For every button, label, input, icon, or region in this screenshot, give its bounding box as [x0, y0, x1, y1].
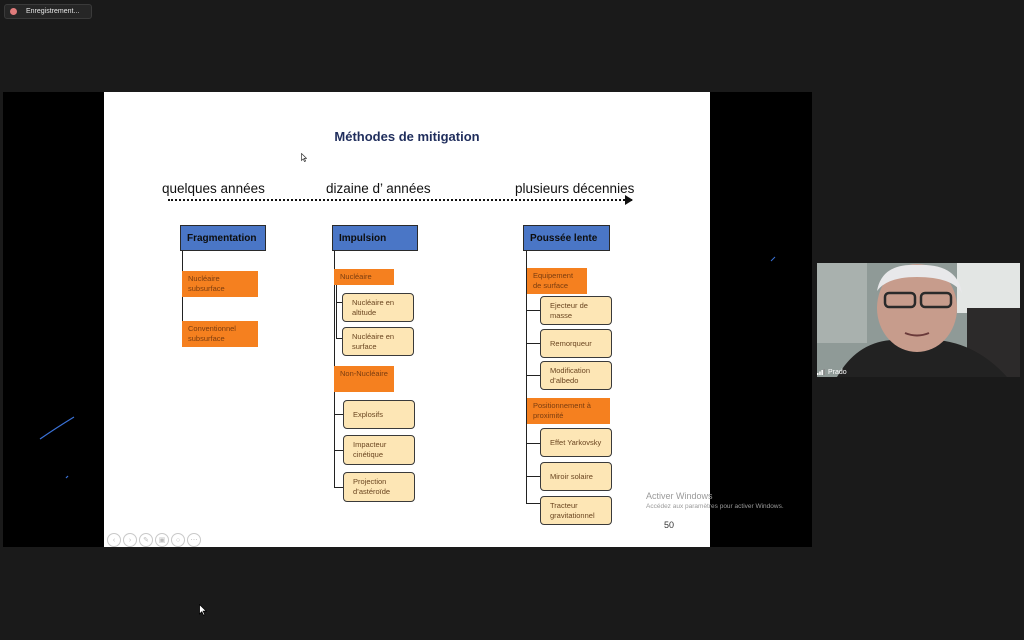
- recording-label: Enregistrement...: [26, 8, 80, 15]
- more-options-icon[interactable]: ⋯: [187, 533, 201, 547]
- group-nucleaire-subsurface: Nucléaire subsurface: [182, 271, 258, 297]
- leaf-nucleaire-surface: Nucléaire en surface: [342, 327, 414, 356]
- group-equipement-surface: Equipement de surface: [527, 268, 587, 294]
- leaf-projection-asteroide: Projection d’astéroïde: [343, 472, 415, 502]
- column-header-poussee-lente: Poussée lente: [523, 225, 610, 251]
- leaf-effet-yarkovsky: Effet Yarkovsky: [540, 428, 612, 457]
- timeline-label-short: quelques années: [162, 181, 265, 196]
- leaf-tracteur-gravitationnel: Tracteur gravitationnel: [540, 496, 612, 525]
- timeline-label-medium: dizaine d’ années: [326, 181, 431, 196]
- zoom-icon[interactable]: ○: [171, 533, 185, 547]
- connector-line: [526, 310, 540, 311]
- column-header-fragmentation: Fragmentation: [180, 225, 266, 251]
- participant-video[interactable]: [817, 263, 1020, 377]
- next-slide-icon[interactable]: ›: [123, 533, 137, 547]
- connector-line: [526, 443, 540, 444]
- slide-number: 50: [664, 520, 675, 530]
- leaf-modification-albedo: Modification d’albedo: [540, 361, 612, 390]
- participant-name: Prado: [828, 368, 847, 376]
- connector-line: [526, 343, 540, 344]
- pen-stroke-annotation: [39, 416, 75, 479]
- group-non-nucleaire: Non-Nucléaire: [334, 366, 394, 392]
- connector-line: [334, 450, 343, 451]
- activation-title: Activer Windows: [646, 491, 713, 501]
- mouse-cursor-icon: [199, 604, 207, 616]
- participant-avatar: [817, 263, 1020, 377]
- connector-line: [526, 251, 527, 503]
- pen-icon[interactable]: ✎: [139, 533, 153, 547]
- leaf-remorqueur: Remorqueur: [540, 329, 612, 358]
- connector-line: [334, 487, 343, 488]
- timeline-arrowhead-icon: [625, 195, 633, 205]
- leaf-nucleaire-altitude: Nucléaire en altitude: [342, 293, 414, 322]
- participant-name-tag: Prado: [817, 367, 847, 377]
- connector-line: [336, 285, 337, 339]
- leaf-ejecteur-masse: Ejecteur de masse: [540, 296, 612, 325]
- connector-line: [336, 302, 342, 303]
- connector-line: [336, 338, 342, 339]
- recording-dot-icon: [10, 8, 17, 15]
- leaf-impacteur-cinetique: Impacteur cinétique: [343, 435, 415, 465]
- leaf-miroir-solaire: Miroir solaire: [540, 462, 612, 491]
- connector-line: [526, 375, 540, 376]
- timeline-arrow: [168, 199, 632, 201]
- leaf-explosifs: Explosifs: [343, 400, 415, 429]
- slide-title: Méthodes de mitigation: [334, 129, 480, 144]
- previous-slide-icon[interactable]: ‹: [107, 533, 121, 547]
- slide-pointer-icon: [301, 153, 307, 162]
- column-header-impulsion: Impulsion: [332, 225, 418, 251]
- group-positionnement-proximite: Positionnement à proximité: [527, 398, 610, 424]
- recording-indicator[interactable]: Enregistrement...: [4, 4, 92, 19]
- timeline-label-long: plusieurs décennies: [515, 181, 635, 196]
- pen-stroke-annotation: [770, 256, 776, 262]
- connector-line: [526, 476, 540, 477]
- presentation-slide: Méthodes de mitigation quelques années d…: [104, 92, 710, 547]
- slides-grid-icon[interactable]: ▣: [155, 533, 169, 547]
- presentation-toolbar: ‹ › ✎ ▣ ○ ⋯: [107, 533, 201, 547]
- group-conventionnel-subsurface: Conventionnel subsurface: [182, 321, 258, 347]
- connector-line: [334, 414, 343, 415]
- group-nucleaire: Nucléaire: [334, 269, 394, 285]
- windows-activation-watermark: Activer Windows Accédez aux paramètres p…: [646, 491, 784, 510]
- activation-subtitle: Accédez aux paramètres pour activer Wind…: [646, 503, 784, 510]
- signal-strength-icon: [817, 369, 825, 375]
- connector-line: [526, 503, 540, 504]
